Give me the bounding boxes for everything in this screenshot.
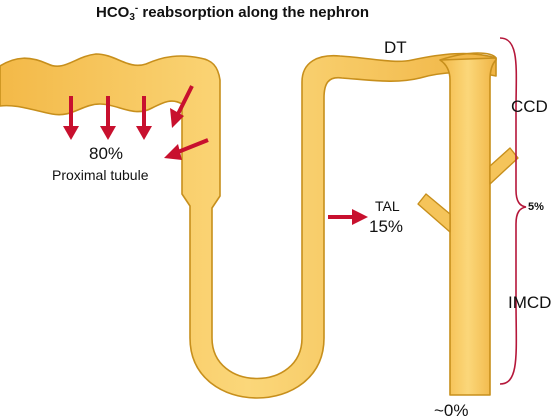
ccd-label: CCD	[511, 97, 548, 116]
pt-label: Proximal tubule	[52, 167, 149, 183]
pt-arrow-5	[164, 138, 209, 160]
pt-percent: 80%	[89, 144, 124, 163]
imcd-label: IMCD	[508, 293, 552, 312]
pt-arrows	[63, 85, 209, 160]
collecting-duct	[439, 57, 497, 396]
urine-percent: ~0%	[434, 401, 469, 420]
branch-upper-right	[489, 147, 519, 185]
pt-arrow-4	[170, 85, 194, 128]
collecting-duct-bracket	[499, 37, 527, 385]
branch-lower-left	[417, 193, 451, 233]
pt-arrow-3	[136, 96, 152, 140]
nephron-tubule	[0, 52, 497, 399]
pt-arrow-2	[100, 96, 116, 140]
tal-percent: 15%	[369, 217, 404, 236]
pt-arrow-1	[63, 96, 79, 140]
diagram-title: HCO3- reabsorption along the nephron	[96, 3, 370, 23]
tal-label: TAL	[375, 198, 400, 214]
dt-label: DT	[384, 38, 407, 57]
tal-arrow	[328, 209, 368, 225]
cd-percent: 5%	[528, 201, 544, 213]
